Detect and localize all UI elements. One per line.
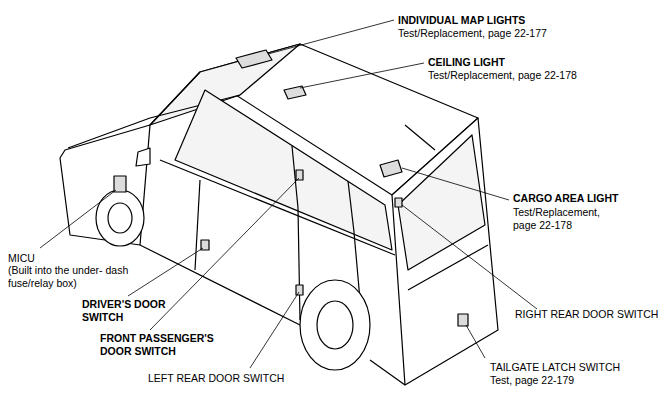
part-name: TAILGATE LATCH SWITCH (490, 361, 660, 374)
page-reference: Test/Replacement, page 22-177 (398, 27, 618, 40)
part-name: LEFT REAR DOOR SWITCH (148, 372, 318, 385)
part-note: (Built into the under- dash fuse/relay b… (8, 264, 130, 290)
part-name: FRONT PASSENGER'S DOOR SWITCH (100, 332, 220, 358)
page-reference: Test/Replacement, page 22-178 (428, 69, 648, 82)
part-name: DRIVER'S DOOR SWITCH (82, 298, 172, 324)
page-reference: Test/Replacement, page 22-178 (513, 206, 625, 232)
part-name: INDIVIDUAL MAP LIGHTS (398, 14, 598, 27)
part-name: RIGHT REAR DOOR SWITCH (515, 308, 665, 321)
page-reference: Test, page 22-179 (490, 374, 660, 387)
part-name: CEILING LIGHT (428, 56, 578, 69)
part-name: CARGO AREA LIGHT (513, 192, 663, 205)
part-name: MICU (8, 252, 108, 265)
